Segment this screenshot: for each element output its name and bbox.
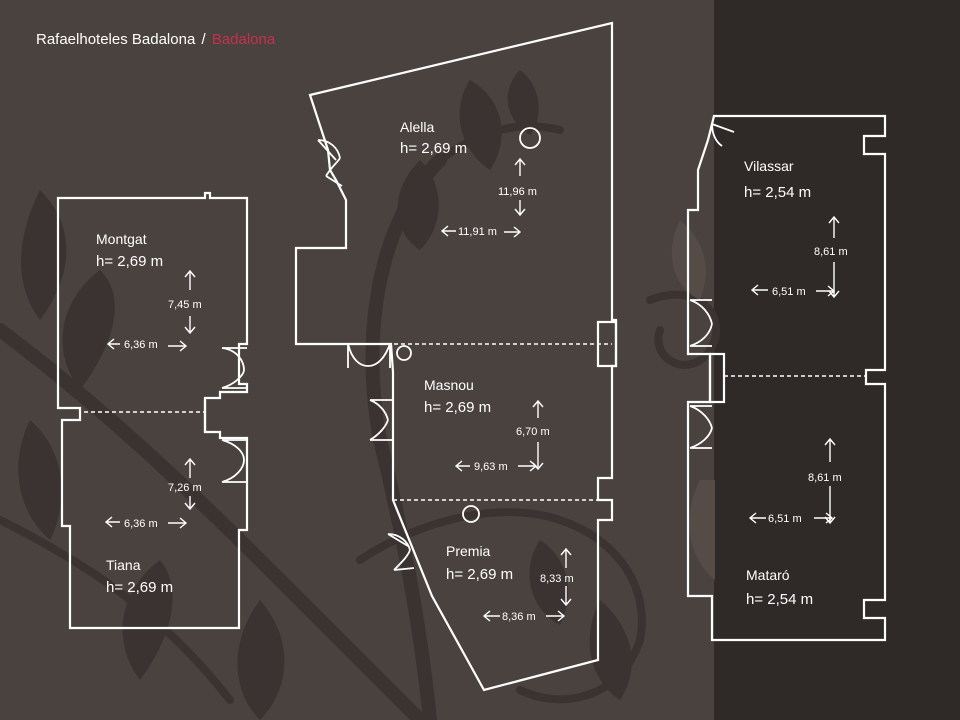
masnou-name: Masnou — [424, 377, 474, 393]
tiana-height: h= 2,69 m — [106, 579, 173, 596]
mataro-length: 8,61 m — [808, 472, 842, 484]
title-separator: / — [201, 31, 206, 48]
premia-length: 8,33 m — [540, 573, 574, 585]
location-name: Badalona — [211, 31, 276, 48]
mataro-name: Mataró — [746, 567, 790, 583]
alella-masnou-premia-block — [294, 21, 618, 692]
alella-height: h= 2,69 m — [400, 140, 467, 157]
tiana-width: 6,36 m — [124, 518, 158, 530]
alella-length: 11,96 m — [498, 186, 537, 198]
floral-decoration — [0, 70, 721, 720]
vilassar-width: 6,51 m — [772, 286, 806, 298]
dimension-arrows — [104, 157, 840, 622]
mataro-height: h= 2,54 m — [746, 591, 813, 608]
alella-name: Alella — [400, 119, 434, 135]
tiana-name: Tiana — [106, 557, 141, 573]
premia-width: 8,36 m — [502, 611, 536, 623]
vilassar-name: Vilassar — [744, 158, 794, 174]
masnou-height: h= 2,69 m — [424, 399, 491, 416]
hotel-name: Rafaelhoteles Badalona — [36, 31, 196, 48]
montgat-length: 7,45 m — [168, 299, 202, 311]
room-labels: Montgat h= 2,69 m 7,45 m 6,36 m 7,26 m 6… — [96, 119, 848, 623]
montgat-name: Montgat — [96, 231, 147, 247]
mataro-width: 6,51 m — [768, 513, 802, 525]
montgat-height: h= 2,69 m — [96, 253, 163, 270]
alella-width: 11,91 m — [458, 226, 497, 238]
premia-name: Premia — [446, 543, 491, 559]
vilassar-length: 8,61 m — [814, 246, 848, 258]
tiana-length: 7,26 m — [168, 482, 202, 494]
vilassar-mataro-block — [686, 114, 887, 642]
vilassar-height: h= 2,54 m — [744, 184, 811, 201]
montgat-tiana-block — [56, 191, 249, 630]
right-dark-panel — [714, 0, 960, 720]
masnou-width: 9,63 m — [474, 461, 508, 473]
masnou-length: 6,70 m — [516, 426, 550, 438]
premia-height: h= 2,69 m — [446, 566, 513, 583]
montgat-width: 6,36 m — [124, 339, 158, 351]
page-title: Rafaelhoteles Badalona / Badalona — [36, 31, 275, 48]
